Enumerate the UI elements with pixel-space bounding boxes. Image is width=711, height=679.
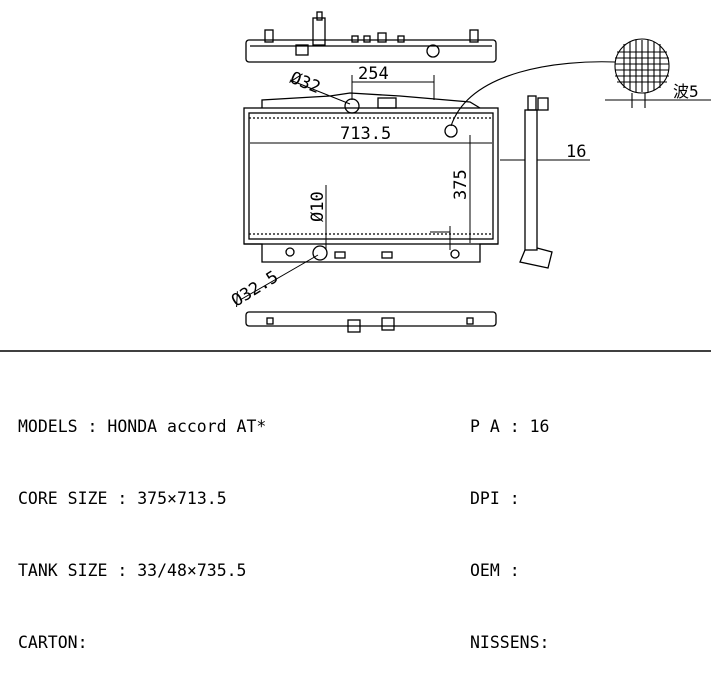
dpi-row: DPI : bbox=[470, 487, 549, 511]
models-row: MODELS : HONDA accord AT* bbox=[18, 415, 266, 439]
oem-label: OEM : bbox=[470, 561, 530, 580]
dim-drain-diameter: Ø10 bbox=[308, 191, 328, 222]
core-size-row: CORE SIZE : 375×713.5 bbox=[18, 487, 266, 511]
tank-size-label: TANK SIZE : bbox=[18, 561, 138, 580]
radiator-technical-drawing: 254 Ø32 713.5 375 Ø10 Ø32.5 16 波5 bbox=[0, 11, 711, 352]
carton-label: CARTON: bbox=[18, 633, 88, 652]
dim-core-height: 375 bbox=[451, 169, 471, 200]
dim-thickness: 16 bbox=[566, 142, 586, 162]
dimension-lines bbox=[239, 75, 590, 301]
spec-block-right: P A : 16 DPI : OEM : NISSENS: bbox=[470, 367, 549, 679]
core-size-label: CORE SIZE : bbox=[18, 489, 138, 508]
spec-block-left: MODELS : HONDA accord AT* CORE SIZE : 37… bbox=[18, 367, 266, 679]
dim-core-width: 713.5 bbox=[340, 124, 391, 144]
front-core-view bbox=[243, 92, 499, 263]
pa-label: P A : bbox=[470, 417, 530, 436]
fin-pitch-label: 波5 bbox=[673, 82, 699, 101]
models-value: HONDA accord AT* bbox=[107, 417, 267, 436]
nissens-label: NISSENS: bbox=[470, 633, 550, 652]
oem-row: OEM : bbox=[470, 559, 549, 583]
side-view bbox=[519, 95, 553, 269]
models-label: MODELS : bbox=[18, 417, 108, 436]
carton-row: CARTON: bbox=[18, 631, 266, 655]
bottom-tank-view bbox=[245, 311, 497, 333]
pa-value: 16 bbox=[529, 417, 550, 436]
core-size-value: 375×713.5 bbox=[137, 489, 227, 508]
dim-bottom-pipe-diameter: Ø32.5 bbox=[228, 267, 282, 311]
fin-detail-view bbox=[450, 38, 711, 127]
tank-size-value: 33/48×735.5 bbox=[137, 561, 247, 580]
dim-filler-diameter: Ø32 bbox=[287, 68, 323, 98]
pa-row: P A : 16 bbox=[470, 415, 549, 439]
tank-size-row: TANK SIZE : 33/48×735.5 bbox=[18, 559, 266, 583]
dim-filler-spacing: 254 bbox=[358, 64, 389, 84]
dpi-label: DPI : bbox=[470, 489, 530, 508]
nissens-row: NISSENS: bbox=[470, 631, 549, 655]
top-tank-view bbox=[245, 11, 497, 63]
